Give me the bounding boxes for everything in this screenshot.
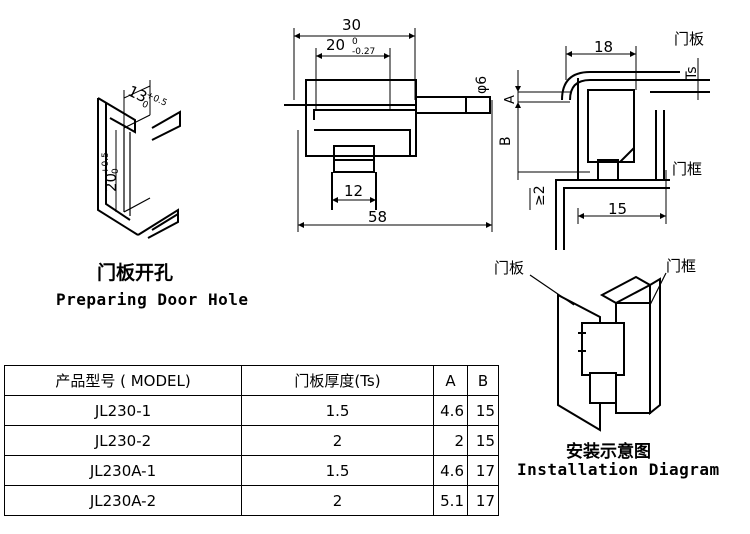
cell-thickness: 2 bbox=[241, 485, 434, 516]
cell-b: 17 bbox=[467, 455, 499, 486]
install-title-en: Installation Diagram bbox=[517, 460, 720, 479]
svg-text:58: 58 bbox=[368, 208, 387, 226]
header-b: B bbox=[467, 365, 499, 396]
svg-text:≥2: ≥2 bbox=[532, 185, 548, 206]
header-model: 产品型号 ( MODEL) bbox=[4, 365, 242, 396]
door-hole-dim-20: 20 +0.5 0 bbox=[101, 152, 121, 192]
cell-model: JL230-1 bbox=[4, 395, 242, 426]
table-row: JL230-2 2 2 15 bbox=[4, 425, 499, 456]
door-hole-outline bbox=[97, 98, 139, 236]
install-title-cn: 安装示意图 bbox=[566, 442, 651, 462]
cell-a: 2 bbox=[433, 425, 468, 456]
svg-text:30: 30 bbox=[342, 16, 361, 34]
door-hole-title-cn: 门板开孔 bbox=[97, 262, 174, 284]
cell-model: JL230-2 bbox=[4, 425, 242, 456]
cell-a: 5.1 bbox=[433, 485, 468, 516]
svg-text:20: 20 bbox=[102, 173, 120, 192]
cell-b: 17 bbox=[467, 485, 499, 516]
svg-text:+0.5: +0.5 bbox=[144, 90, 168, 108]
spec-table: 产品型号 ( MODEL) 门板厚度(Ts) A B JL230-1 1.5 4… bbox=[4, 365, 499, 516]
svg-text:门板: 门板 bbox=[674, 30, 704, 48]
cell-model: JL230A-2 bbox=[4, 485, 242, 516]
svg-text:15: 15 bbox=[608, 200, 627, 218]
svg-text:φ6: φ6 bbox=[474, 76, 490, 94]
table-row: JL230-1 1.5 4.6 15 bbox=[4, 395, 499, 426]
svg-text:-0.27: -0.27 bbox=[352, 47, 375, 57]
svg-text:门板: 门板 bbox=[494, 259, 524, 277]
svg-text:12: 12 bbox=[344, 182, 363, 200]
svg-text:Ts: Ts bbox=[684, 66, 700, 81]
cell-a: 4.6 bbox=[433, 395, 468, 426]
installation-drawing: 门板 门框 bbox=[494, 257, 696, 432]
header-thickness: 门板厚度(Ts) bbox=[241, 365, 434, 396]
svg-text:0: 0 bbox=[111, 168, 121, 174]
cell-thickness: 1.5 bbox=[241, 455, 434, 486]
cell-model: JL230A-1 bbox=[4, 455, 242, 486]
svg-text:0: 0 bbox=[140, 100, 150, 112]
cell-b: 15 bbox=[467, 395, 499, 426]
svg-text:+0.5: +0.5 bbox=[101, 152, 111, 174]
svg-text:门框: 门框 bbox=[672, 160, 702, 178]
svg-text:B: B bbox=[498, 136, 514, 146]
door-hole-dim-13: 13 +0.5 0 bbox=[125, 82, 168, 112]
svg-text:20: 20 bbox=[326, 36, 345, 54]
cell-thickness: 1.5 bbox=[241, 395, 434, 426]
door-hole-drawing bbox=[97, 80, 181, 239]
table-row: JL230A-2 2 5.1 17 bbox=[4, 485, 499, 516]
side-view-drawing: 18 φ6 A B Ts ≥2 15 门板 门框 bbox=[474, 30, 710, 250]
svg-text:18: 18 bbox=[594, 38, 613, 56]
cell-b: 15 bbox=[467, 425, 499, 456]
svg-text:A: A bbox=[503, 95, 518, 104]
cell-a: 4.6 bbox=[433, 455, 468, 486]
svg-text:0: 0 bbox=[352, 37, 358, 47]
header-a: A bbox=[433, 365, 468, 396]
table-row: JL230A-1 1.5 4.6 17 bbox=[4, 455, 499, 486]
table-header-row: 产品型号 ( MODEL) 门板厚度(Ts) A B bbox=[4, 365, 499, 396]
cell-thickness: 2 bbox=[241, 425, 434, 456]
front-view-drawing: 30 20 0 -0.27 12 58 bbox=[284, 16, 493, 232]
door-hole-title-en: Preparing Door Hole bbox=[56, 290, 249, 309]
svg-text:门框: 门框 bbox=[666, 257, 696, 275]
